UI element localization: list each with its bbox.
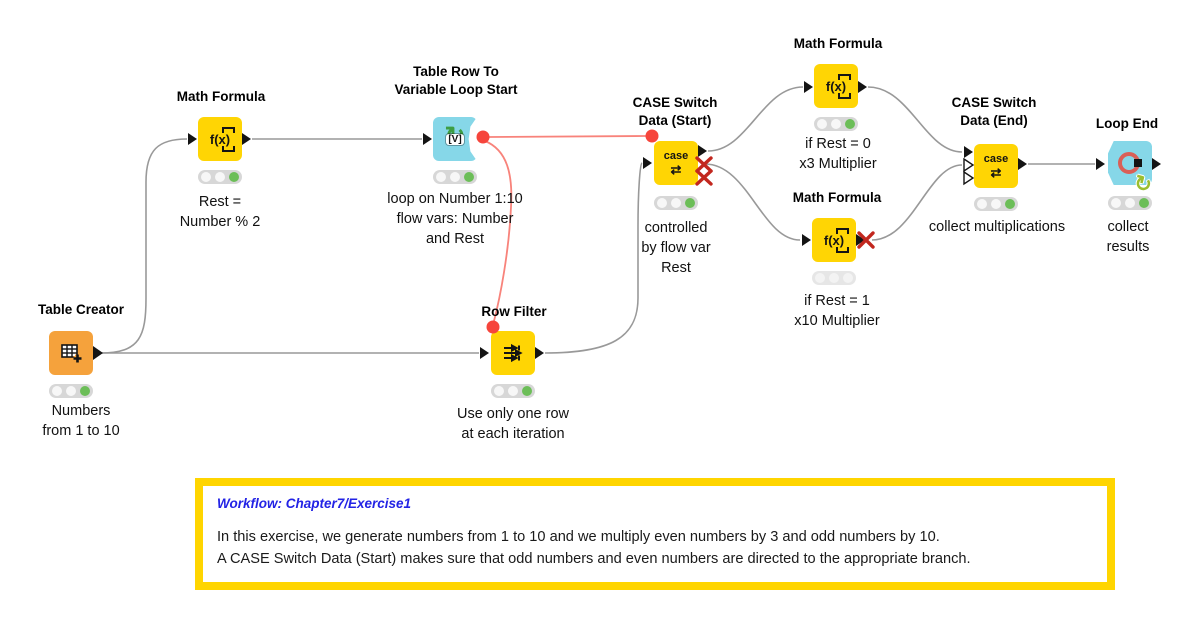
node-title-math-formula-even: Math Formula (738, 35, 938, 53)
title-line: Variable Loop Start (394, 82, 518, 97)
title-line: Loop End (1095, 116, 1159, 131)
node-comment-math-formula-even: if Rest = 0 x3 Multiplier (728, 134, 948, 174)
comment-line: if Rest = 0 (805, 136, 871, 152)
comment-line: and Rest (425, 231, 485, 247)
comment-line: loop on Number 1:10 (387, 191, 523, 207)
comment-line: Rest (661, 260, 691, 276)
comment-line: controlled (644, 220, 708, 236)
loop-start-icon: ↻ [V] (437, 122, 473, 154)
title-line: Data (Start) (638, 113, 712, 128)
title-line: Data (End) (960, 113, 1028, 128)
comment-line: at each iteration (461, 426, 565, 442)
comment-line: Numbers (51, 403, 111, 419)
loop-end-icon (1117, 151, 1143, 175)
status-light-table-creator (49, 384, 93, 398)
annotation-body: In this exercise, we generate numbers fr… (217, 527, 1095, 570)
node-comment-row-filter: Use only one row at each iteration (403, 404, 623, 444)
table-plus-icon (61, 344, 82, 363)
title-line: Row Filter (481, 304, 547, 319)
status-light-loop-end (1108, 196, 1152, 210)
node-title-loop-start: Table Row To Variable Loop Start (356, 63, 556, 99)
variable-v-icon: [V] (446, 133, 464, 145)
node-table-creator[interactable] (49, 331, 93, 375)
case-switch-icon: case ⇄ (663, 149, 689, 177)
status-light-math-formula-even (814, 117, 858, 131)
node-case-switch-data-start[interactable]: case ⇄ (654, 141, 698, 185)
node-math-formula-odd[interactable]: f(x) (812, 218, 856, 262)
node-comment-math-formula-odd: if Rest = 1 x10 Multiplier (727, 291, 947, 331)
title-line: Table Row To (413, 64, 499, 79)
flowvar-wire-loopstart-casestart[interactable] (488, 135, 647, 138)
node-title-math-formula-odd: Math Formula (737, 189, 937, 207)
node-title-math-formula-1: Math Formula (121, 88, 321, 106)
wire-mathformula-even-caseend[interactable] (867, 86, 963, 153)
status-light-math-formula-1 (198, 170, 242, 184)
workflow-annotation[interactable]: Workflow: Chapter7/Exercise1 In this exe… (195, 478, 1115, 590)
comment-line: Rest = (198, 194, 242, 210)
wire-rowfilter-casestart[interactable] (544, 162, 643, 354)
comment-line: x10 Multiplier (794, 313, 880, 329)
node-comment-math-formula-1: Rest = Number % 2 (110, 192, 330, 232)
title-line: Table Creator (37, 302, 125, 317)
wire-mathformula-odd-caseend[interactable] (871, 164, 963, 241)
case-switch-icon: case ⇄ (983, 152, 1009, 180)
title-line: CASE Switch (632, 95, 718, 110)
row-filter-icon (504, 343, 523, 363)
node-comment-loop-end: collect results (1018, 217, 1200, 257)
case-arrows-icon: ⇄ (990, 164, 1002, 180)
comment-line: collect (1107, 219, 1149, 235)
node-title-row-filter: Row Filter (414, 303, 614, 321)
wire-tablecreator-mathformula1[interactable] (100, 138, 188, 354)
wire-casestart-mathformula-odd[interactable] (704, 163, 801, 241)
node-title-table-creator: Table Creator (0, 301, 181, 319)
annotation-title: Workflow: Chapter7/Exercise1 (217, 496, 412, 511)
comment-line: Use only one row (456, 406, 570, 422)
comment-line: collect multiplications (928, 219, 1066, 235)
comment-line: from 1 to 10 (42, 423, 120, 439)
case-label: case (983, 152, 1009, 165)
node-row-filter[interactable] (491, 331, 535, 375)
node-title-loop-end: Loop End (1027, 115, 1200, 133)
comment-line: flow vars: Number (396, 211, 514, 227)
fx-icon: f(x) (823, 227, 850, 253)
node-loop-end[interactable] (1108, 141, 1152, 185)
comment-line: Number % 2 (179, 214, 261, 230)
fx-icon: f(x) (209, 126, 236, 152)
node-comment-table-creator: Numbers from 1 to 10 (0, 401, 191, 441)
node-table-row-to-variable-loop-start[interactable]: ↻ [V] (433, 117, 477, 161)
wire-casestart-mathformula-even[interactable] (707, 86, 804, 152)
status-light-math-formula-odd (812, 271, 856, 285)
status-light-case-start (654, 196, 698, 210)
node-comment-case-end: collect multiplications (887, 217, 1107, 237)
loop-stop-square-icon (1133, 159, 1142, 167)
comment-line: x3 Multiplier (799, 156, 877, 172)
fx-icon: f(x) (825, 73, 852, 99)
case-arrows-icon: ⇄ (670, 161, 682, 177)
status-light-row-filter (491, 384, 535, 398)
node-comment-loop-start: loop on Number 1:10 flow vars: Number and … (345, 189, 565, 249)
node-math-formula-even[interactable]: f(x) (814, 64, 858, 108)
annotation-line: A CASE Switch Data (Start) makes sure th… (217, 550, 971, 567)
status-light-loop-start (433, 170, 477, 184)
title-line: CASE Switch (951, 95, 1037, 110)
node-math-formula-1[interactable]: f(x) (198, 117, 242, 161)
title-line: Math Formula (793, 36, 883, 51)
title-line: Math Formula (176, 89, 266, 104)
title-line: Math Formula (792, 190, 882, 205)
annotation-line: In this exercise, we generate numbers fr… (217, 529, 940, 545)
comment-line: results (1106, 239, 1150, 255)
flowvar-wire-loopstart-rowfilter[interactable] (484, 140, 513, 322)
node-case-switch-data-end[interactable]: case ⇄ (974, 144, 1018, 188)
case-label: case (663, 149, 689, 162)
comment-line: by flow var (641, 240, 711, 256)
status-light-case-end (974, 197, 1018, 211)
comment-line: if Rest = 1 (804, 293, 870, 309)
